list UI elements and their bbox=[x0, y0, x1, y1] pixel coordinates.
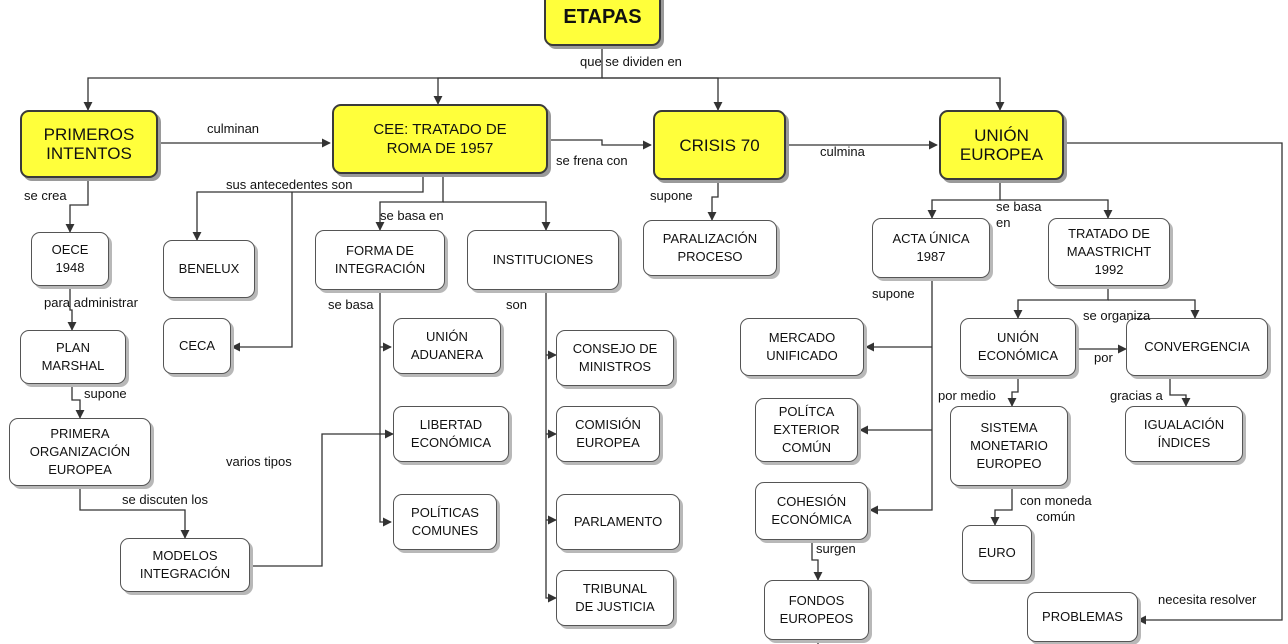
node-politicas-comunes: POLÍTICAS COMUNES bbox=[393, 494, 497, 550]
label-son: son bbox=[506, 297, 527, 312]
node-politica-exterior: POLÍTCA EXTERIOR COMÚN bbox=[755, 398, 858, 462]
node-problemas: PROBLEMAS bbox=[1027, 592, 1138, 642]
label-se-basa: se basa bbox=[328, 297, 374, 312]
label-supone-plan: supone bbox=[84, 386, 127, 401]
label-se-crea: se crea bbox=[24, 188, 67, 203]
node-igualacion-indices: IGUALACIÓN ÍNDICES bbox=[1125, 406, 1243, 462]
node-comision-europea: COMISIÓN EUROPEA bbox=[556, 406, 660, 462]
node-parlamento: PARLAMENTO bbox=[556, 494, 680, 550]
node-consejo-ministros: CONSEJO DE MINISTROS bbox=[556, 330, 674, 386]
node-tribunal-justicia: TRIBUNAL DE JUSTICIA bbox=[556, 570, 674, 626]
node-acta-unica: ACTA ÚNICA 1987 bbox=[872, 218, 990, 278]
label-culmina: culmina bbox=[820, 144, 865, 159]
node-primera-organizacion: PRIMERA ORGANIZACIÓN EUROPEA bbox=[9, 418, 151, 486]
node-instituciones: INSTITUCIONES bbox=[467, 230, 619, 290]
node-cohesion-economica: COHESIÓN ECONÓMICA bbox=[755, 482, 868, 540]
node-tratado-maastricht: TRATADO DE MAASTRICHT 1992 bbox=[1048, 218, 1170, 286]
node-etapas: ETAPAS bbox=[544, 0, 661, 46]
label-se-basa-en: se basa en bbox=[380, 208, 444, 223]
node-union-economica: UNIÓN ECONÓMICA bbox=[960, 318, 1076, 376]
label-dividen: que se dividen en bbox=[580, 54, 682, 69]
label-culminan: culminan bbox=[207, 121, 260, 136]
node-forma-integracion: FORMA DE INTEGRACIÓN bbox=[315, 230, 445, 290]
label-varios-tipos: varios tipos bbox=[226, 454, 292, 469]
label-surgen: surgen bbox=[816, 541, 856, 556]
label-para-administrar: para administrar bbox=[44, 295, 138, 310]
label-gracias-a: gracias a bbox=[1110, 388, 1163, 403]
label-con-moneda: con moneda común bbox=[1020, 493, 1092, 524]
label-supone-acta: supone bbox=[872, 286, 915, 301]
label-se-frena: se frena con bbox=[556, 153, 628, 168]
node-union-europea: UNIÓN EUROPEA bbox=[939, 110, 1064, 180]
node-benelux: BENELUX bbox=[163, 240, 255, 298]
node-paralizacion-proceso: PARALIZACIÓN PROCESO bbox=[643, 220, 777, 276]
node-modelos-integracion: MODELOS INTEGRACIÓN bbox=[120, 538, 250, 592]
node-crisis-70: CRISIS 70 bbox=[653, 110, 786, 180]
label-se-organiza: se organiza bbox=[1083, 308, 1151, 323]
node-cee: CEE: TRATADO DE ROMA DE 1957 bbox=[332, 104, 548, 174]
label-antecedentes: sus antecedentes son bbox=[226, 177, 353, 192]
node-euro: EURO bbox=[962, 525, 1032, 581]
node-mercado-unificado: MERCADO UNIFICADO bbox=[740, 318, 864, 376]
label-se-discuten: se discuten los bbox=[122, 492, 208, 507]
node-plan-marshal: PLAN MARSHAL bbox=[20, 330, 126, 384]
node-fondos-europeos: FONDOS EUROPEOS bbox=[764, 580, 869, 640]
label-por-medio: por medio bbox=[938, 388, 996, 403]
node-union-aduanera: UNIÓN ADUANERA bbox=[393, 318, 501, 374]
node-libertad-economica: LIBERTAD ECONÓMICA bbox=[393, 406, 509, 462]
node-sistema-monetario: SISTEMA MONETARIO EUROPEO bbox=[950, 406, 1068, 486]
node-ceca: CECA bbox=[163, 318, 231, 374]
label-supone-crisis: supone bbox=[650, 188, 693, 203]
label-por: por bbox=[1094, 350, 1113, 365]
node-oece: OECE 1948 bbox=[31, 232, 109, 286]
node-primeros-intentos: PRIMEROS INTENTOS bbox=[20, 110, 158, 178]
label-se-basa-en-ue: se basa en bbox=[996, 199, 1042, 230]
node-convergencia: CONVERGENCIA bbox=[1126, 318, 1268, 376]
label-necesita-resolver: necesita resolver bbox=[1158, 592, 1257, 607]
